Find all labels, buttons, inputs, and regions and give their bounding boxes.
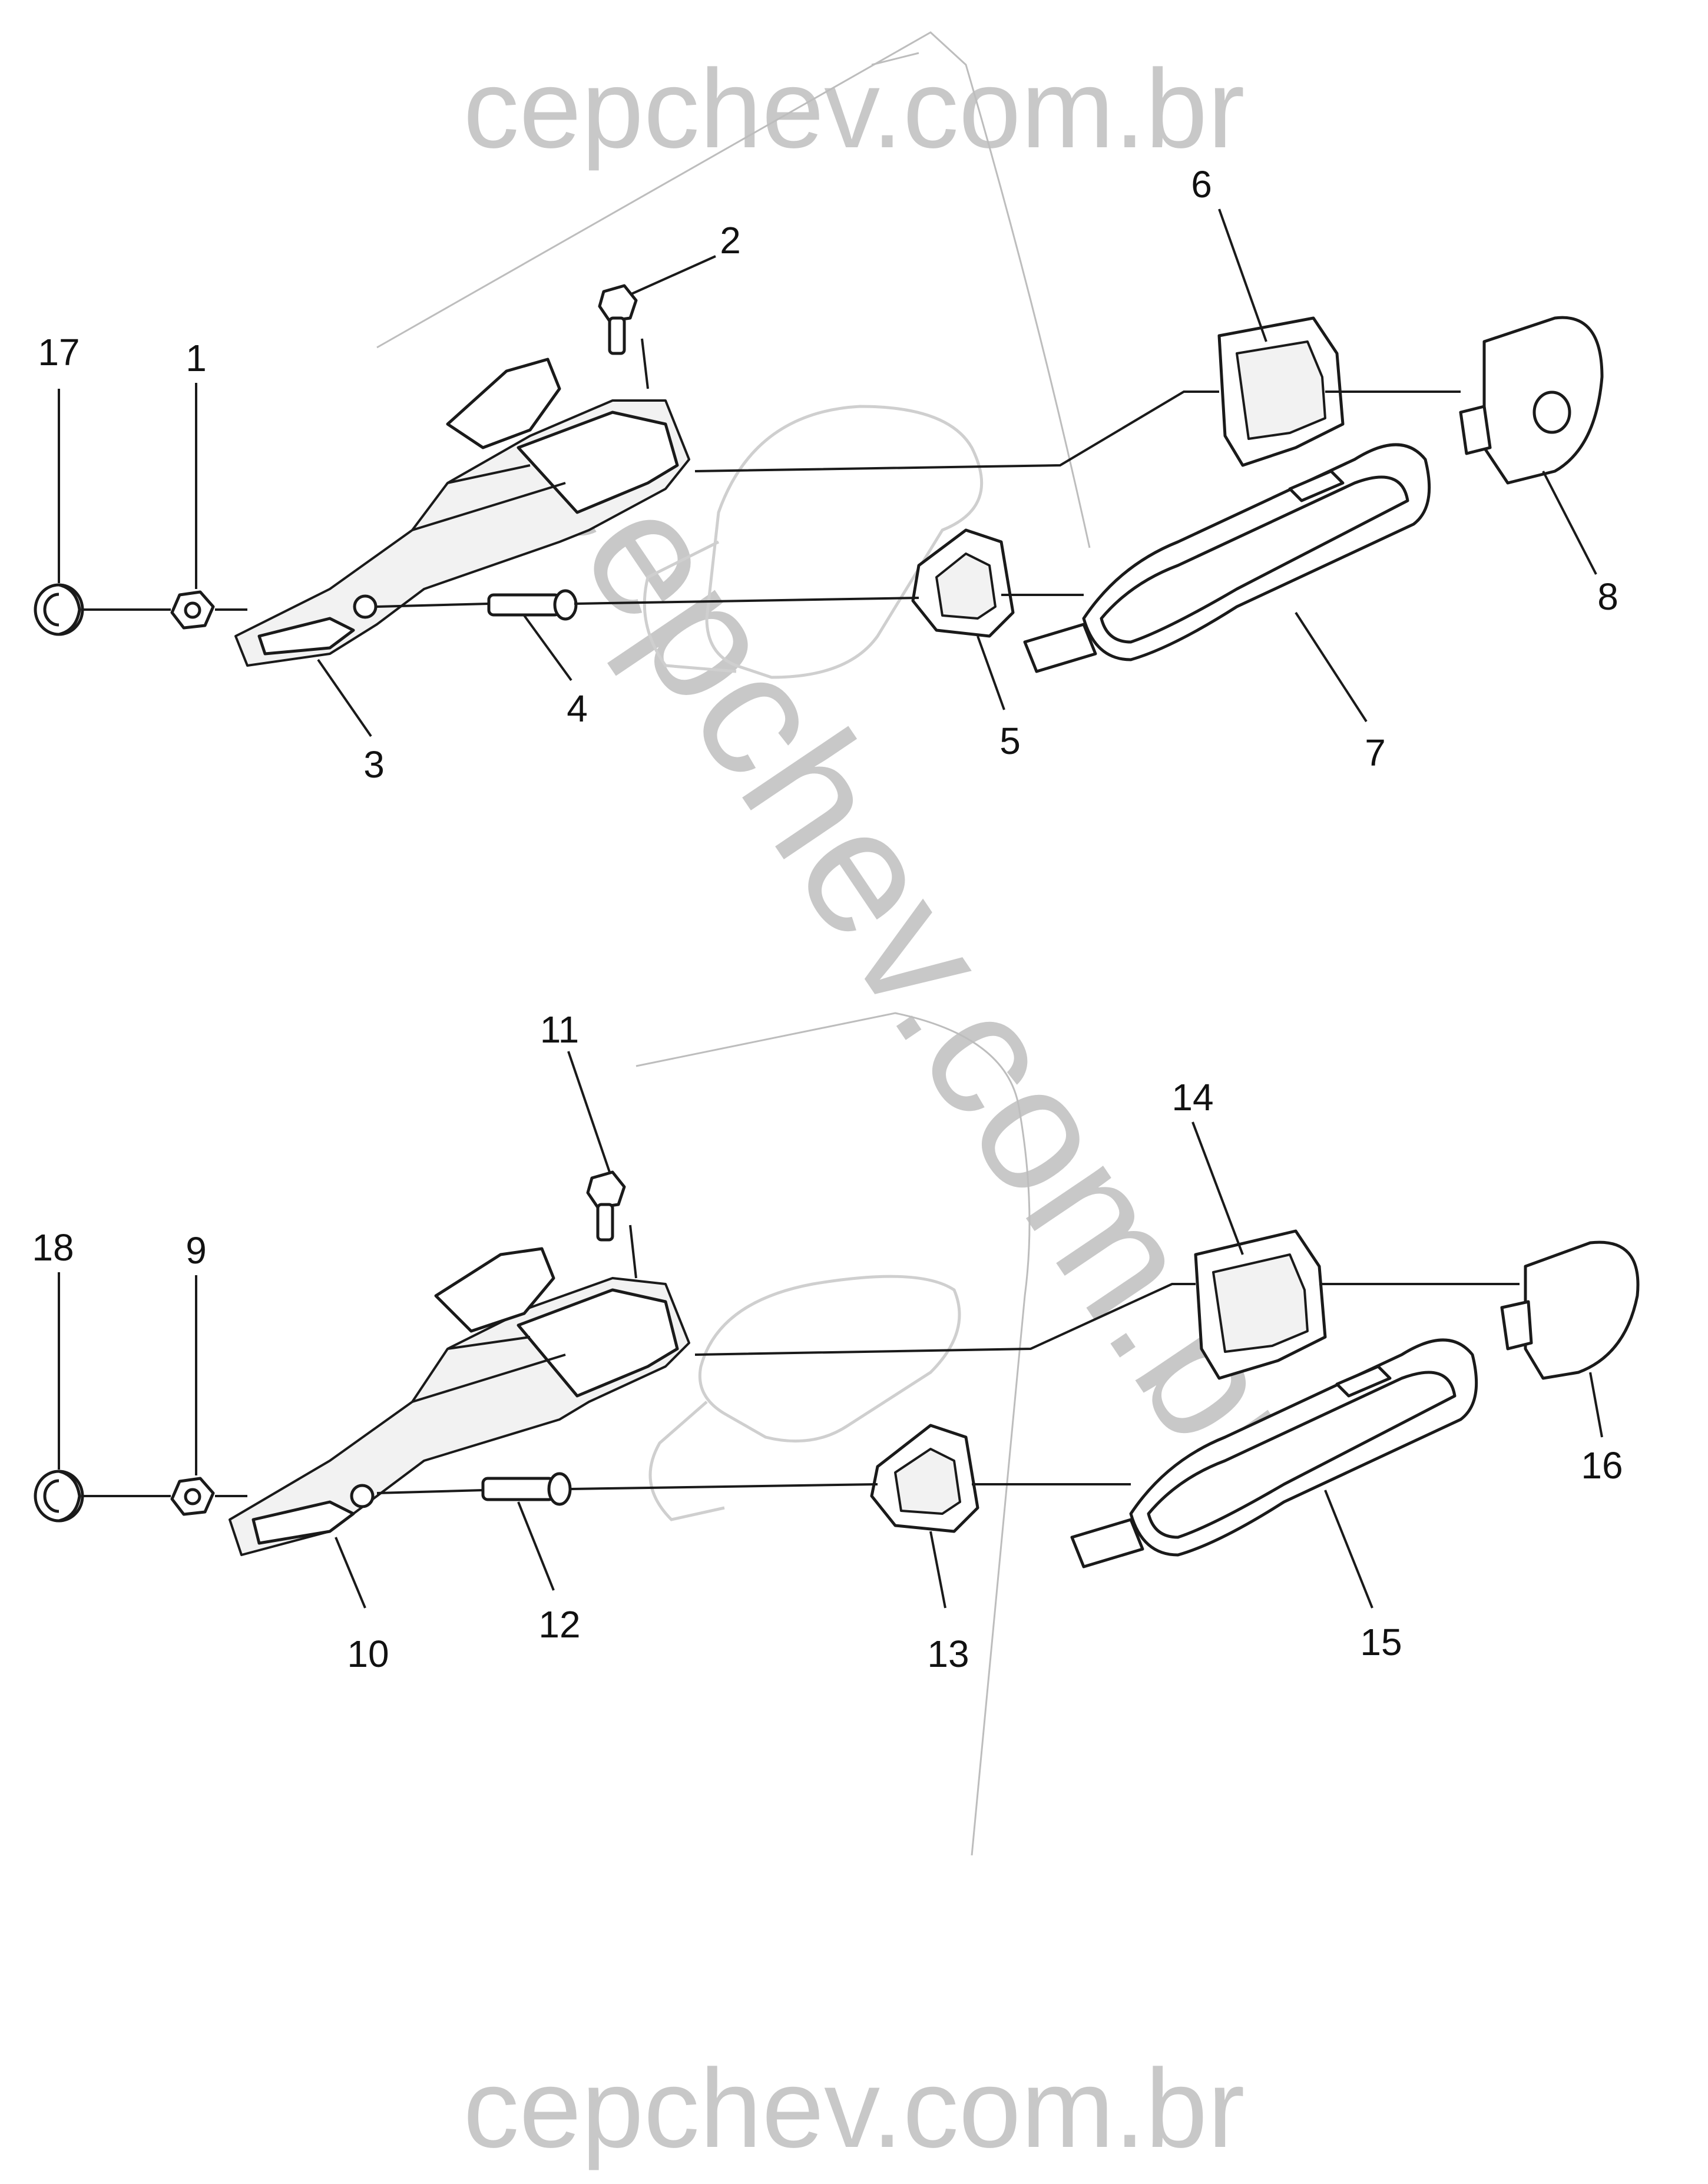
nut-1 — [170, 590, 215, 630]
nut-9 — [170, 1477, 215, 1516]
callout-6: 6 — [1191, 163, 1212, 206]
leader-lines — [58, 209, 1603, 1609]
callout-9: 9 — [186, 1229, 207, 1272]
pin-4 — [487, 589, 578, 621]
callout-7: 7 — [1365, 732, 1386, 774]
callout-labels: 1 2 3 4 5 6 7 8 9 10 11 12 13 14 15 16 1… — [32, 163, 1623, 1675]
handle-frame-3 — [234, 358, 690, 667]
watermark-bottom: cepchev.com.br — [463, 2046, 1244, 2171]
pin-12 — [481, 1472, 572, 1506]
callout-5: 5 — [999, 720, 1021, 762]
callout-12: 12 — [538, 1603, 580, 1646]
bolt-11 — [586, 1170, 626, 1242]
gasket-14 — [1194, 1229, 1327, 1380]
gasket-13 — [870, 1424, 979, 1533]
callout-4: 4 — [567, 687, 588, 730]
grommet-17 — [34, 583, 84, 636]
door-outline-front — [376, 31, 1091, 679]
door-outline-rear — [635, 1012, 1031, 1856]
callout-8: 8 — [1597, 575, 1618, 618]
upper-assembly — [34, 284, 1604, 673]
callout-17: 17 — [38, 331, 80, 373]
callout-3: 3 — [363, 743, 385, 786]
callout-15: 15 — [1360, 1621, 1402, 1663]
lower-assembly — [34, 1170, 1640, 1568]
watermark-top: cepchev.com.br — [463, 47, 1244, 171]
handle-frame-10 — [229, 1247, 690, 1556]
end-cap-16 — [1500, 1240, 1640, 1380]
grommet-18 — [34, 1470, 84, 1523]
callout-1: 1 — [186, 337, 207, 379]
handle-7 — [1023, 443, 1431, 673]
callout-13: 13 — [927, 1633, 969, 1675]
callout-10: 10 — [347, 1633, 389, 1675]
callout-14: 14 — [1171, 1076, 1213, 1119]
callout-2: 2 — [720, 219, 741, 262]
end-cap-8 — [1459, 316, 1604, 485]
handle-15 — [1070, 1338, 1478, 1568]
gasket-5 — [911, 528, 1015, 638]
bolt-2 — [598, 284, 638, 355]
callout-11: 11 — [540, 1008, 579, 1051]
gasket-6 — [1217, 316, 1345, 467]
callout-16: 16 — [1581, 1444, 1623, 1487]
callout-18: 18 — [32, 1226, 74, 1269]
